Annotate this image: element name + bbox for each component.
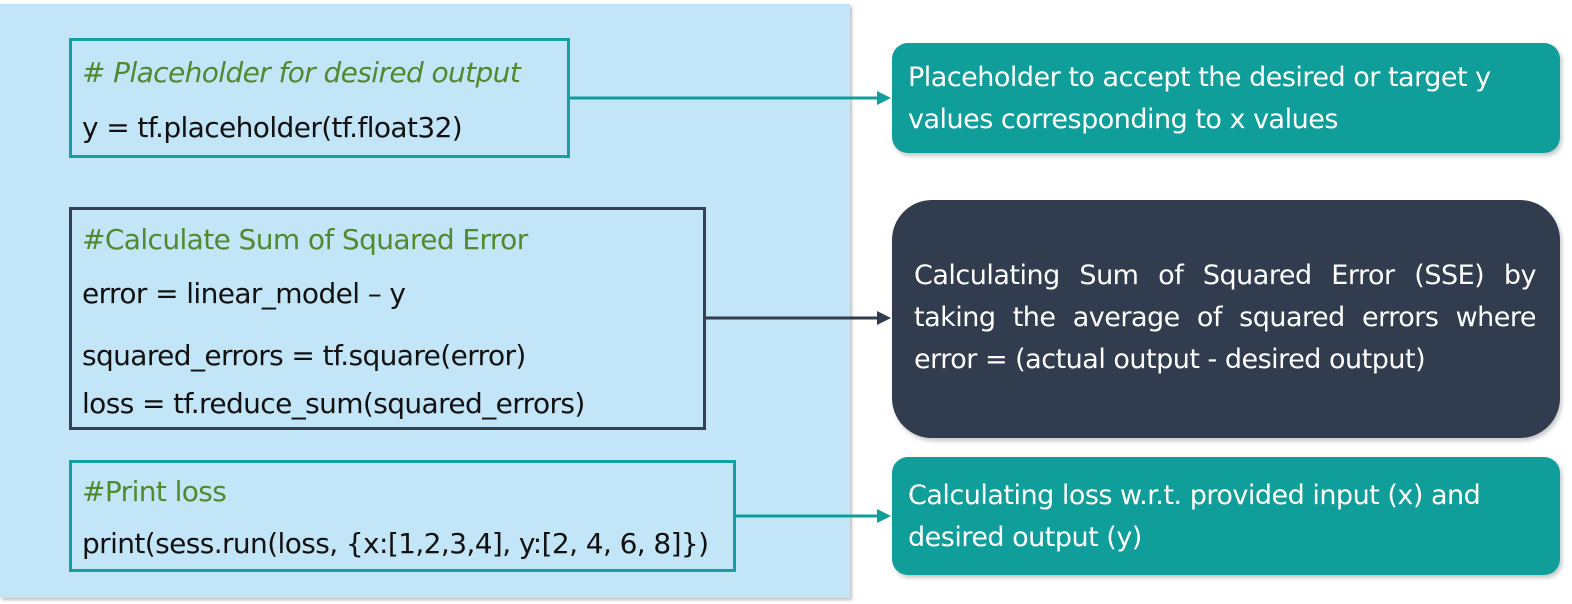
code-block-placeholder: # Placeholder for desired output y = tf.… [69, 38, 570, 158]
code-line: print(sess.run(loss, {x:[1,2,3,4], y:[2,… [82, 527, 709, 560]
code-line: y = tf.placeholder(tf.float32) [82, 111, 463, 144]
code-comment: # Placeholder for desired output [82, 56, 521, 89]
code-block-print-loss: #Print loss print(sess.run(loss, {x:[1,2… [69, 460, 736, 572]
code-comment: #Calculate Sum of Squared Error [82, 223, 528, 256]
callout-placeholder-description: Placeholder to accept the desired or tar… [892, 43, 1560, 153]
code-block-sse: #Calculate Sum of Squared Error error = … [69, 207, 706, 430]
callout-loss-description: Calculating loss w.r.t. provided input (… [892, 457, 1560, 575]
code-line: squared_errors = tf.square(error) [82, 339, 526, 372]
code-line: loss = tf.reduce_sum(squared_errors) [82, 387, 585, 420]
code-panel [0, 4, 850, 598]
code-comment: #Print loss [82, 475, 227, 508]
code-line: error = linear_model – y [82, 277, 406, 310]
callout-sse-description: Calculating Sum of Squared Error (SSE) b… [892, 200, 1560, 438]
